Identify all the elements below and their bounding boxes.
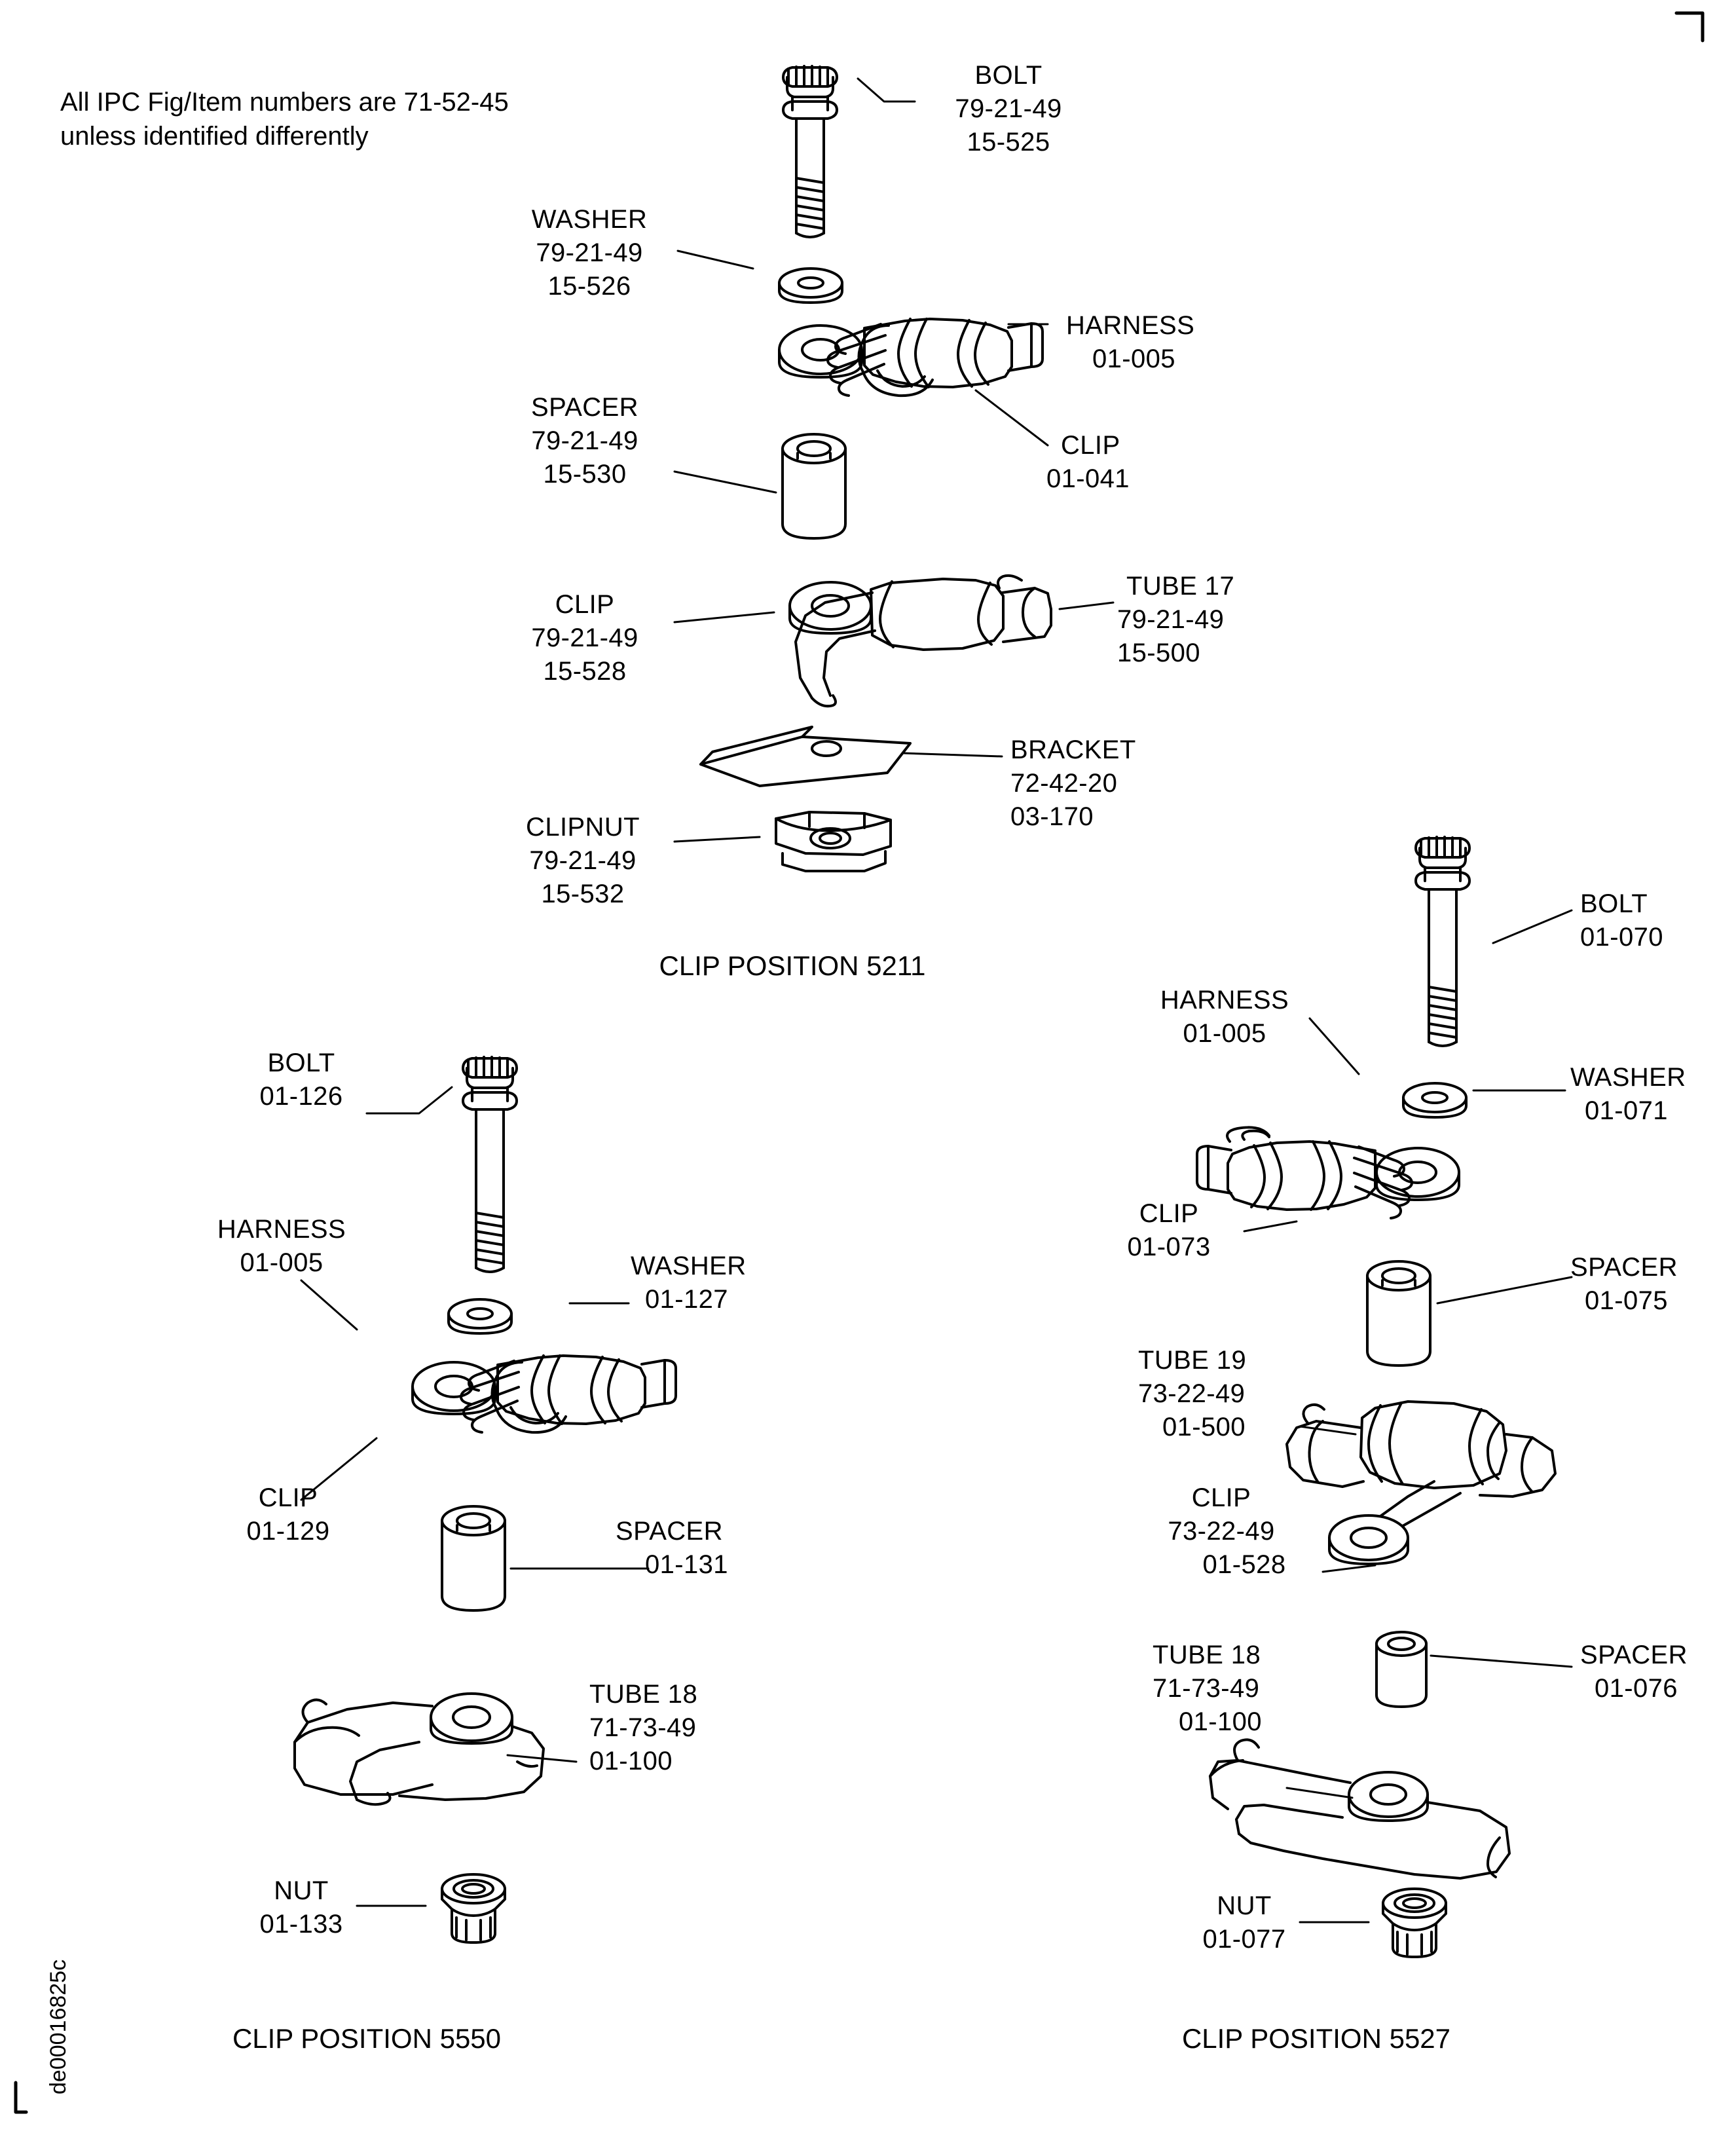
label-bolt-refs-5527: 01-070 [1580, 923, 1663, 952]
label-bolt-title-5211: BOLT [974, 61, 1043, 90]
label-spacer-title-5527-a: SPACER [1570, 1253, 1678, 1282]
label-tube17-refs-5211: 79-21-49 15-500 [1117, 605, 1225, 667]
label-clipnut-refs-5211: 79-21-49 15-532 [529, 846, 637, 908]
label-tube17-title-5211: TUBE 17 [1126, 572, 1235, 601]
label-bolt-refs-5550: 01-126 [259, 1082, 343, 1111]
label-washer-title-5527: WASHER [1570, 1063, 1686, 1092]
drawing-code: de00016825c [46, 1959, 71, 2094]
label-clip-title-5527-b: CLIP [1191, 1483, 1251, 1512]
label-tube18-refs-5527: 71-73-49 [1153, 1674, 1260, 1703]
label-clip-refs-5527-b: 73-22-49 [1168, 1517, 1275, 1546]
label-clip-title-5211-b: CLIP [555, 590, 615, 619]
label-nut-title-5550: NUT [274, 1876, 329, 1905]
label-clip-title-5211-a: CLIP [1061, 431, 1120, 460]
label-washer-refs-5550: 01-127 [645, 1285, 728, 1314]
caption-clip-position-5211: CLIP POSITION 5211 [659, 950, 926, 981]
label-clip-refs-5211-b: 79-21-49 15-528 [531, 623, 638, 686]
label-spacer-title-5550: SPACER [616, 1517, 723, 1546]
label-spacer-refs-5211: 79-21-49 15-530 [531, 426, 638, 489]
label-bolt-title-5550: BOLT [267, 1049, 335, 1077]
label-nut-title-5527: NUT [1217, 1891, 1272, 1920]
label-tube18-title-5550: TUBE 18 [589, 1680, 698, 1709]
label-harness-title-5550: HARNESS [217, 1215, 346, 1244]
label-harness-refs-5527: 01-005 [1183, 1019, 1266, 1048]
label-tube18-refs2-5550: 01-100 [589, 1747, 673, 1775]
label-bolt-title-5527: BOLT [1580, 889, 1648, 918]
label-clip-refs-5550: 01-129 [246, 1517, 330, 1546]
label-spacer-title-5527-b: SPACER [1580, 1641, 1688, 1669]
caption-clip-position-5527: CLIP POSITION 5527 [1181, 2023, 1451, 2054]
label-harness-refs-5550: 01-005 [240, 1248, 323, 1277]
drawing-note: All IPC Fig/Item numbers are 71-52-45 un… [60, 88, 509, 151]
label-tube18-title-5527: TUBE 18 [1153, 1641, 1261, 1669]
label-clip-refs-5211-a: 01-041 [1046, 464, 1130, 493]
label-washer-title-5550: WASHER [631, 1252, 747, 1280]
label-tube18-refs2-5527: 01-100 [1179, 1707, 1262, 1736]
label-nut-refs-5527: 01-077 [1202, 1925, 1286, 1954]
label-washer-title-5211: WASHER [531, 205, 648, 234]
label-harness-title-5211: HARNESS [1066, 311, 1195, 340]
label-tube19-title-5527: TUBE 19 [1138, 1346, 1247, 1375]
label-tube19-refs2-5527: 01-500 [1162, 1413, 1246, 1441]
label-washer-refs-5211: 79-21-49 15-526 [536, 238, 643, 301]
label-tube19-refs-5527: 73-22-49 [1138, 1379, 1246, 1408]
label-harness-title-5527: HARNESS [1160, 986, 1289, 1014]
label-bracket-refs-5211: 72-42-20 03-170 [1010, 769, 1118, 831]
label-clip-refs2-5527-b: 01-528 [1202, 1550, 1286, 1579]
label-bolt-refs-5211: 79-21-49 15-525 [955, 94, 1062, 157]
label-spacer-refs-5527-b: 01-076 [1595, 1674, 1678, 1703]
label-clip-refs-5527-a: 01-073 [1127, 1233, 1211, 1261]
label-bracket-title-5211: BRACKET [1010, 735, 1136, 764]
label-spacer-refs-5550: 01-131 [645, 1550, 728, 1579]
label-spacer-title-5211: SPACER [531, 393, 638, 422]
label-nut-refs-5550: 01-133 [259, 1910, 343, 1939]
label-clipnut-title-5211: CLIPNUT [526, 813, 640, 842]
label-harness-refs-5211: 01-005 [1092, 344, 1175, 373]
caption-clip-position-5550: CLIP POSITION 5550 [232, 2023, 502, 2054]
label-washer-refs-5527: 01-071 [1585, 1096, 1668, 1125]
label-clip-title-5550: CLIP [258, 1483, 318, 1512]
label-spacer-refs-5527-a: 01-075 [1585, 1286, 1668, 1315]
label-clip-title-5527-a: CLIP [1139, 1199, 1199, 1228]
label-tube18-refs-5550: 71-73-49 [589, 1713, 697, 1742]
